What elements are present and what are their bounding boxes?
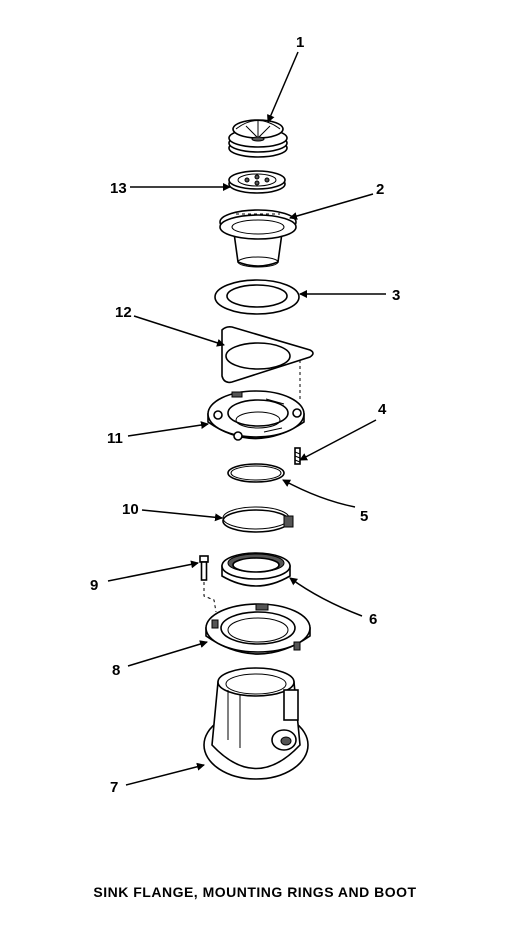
part-2-sink-flange (219, 209, 297, 268)
part-4-screw (294, 447, 301, 465)
callout-8: 8 (112, 662, 121, 679)
leader-8 (127, 640, 208, 667)
callout-11: 11 (107, 430, 123, 447)
part-8-lower-mounting-ring (205, 603, 311, 655)
leader-12 (133, 315, 225, 347)
callout-1: 1 (296, 34, 305, 51)
diagram-caption: SINK FLANGE, MOUNTING RINGS AND BOOT (93, 884, 417, 900)
leader-10 (141, 509, 223, 522)
callout-5: 5 (360, 508, 369, 525)
leader-4 (299, 419, 377, 461)
leader-1 (267, 51, 299, 123)
callout-2: 2 (376, 181, 385, 198)
part-6-fiber-gasket (221, 552, 291, 587)
callout-4: 4 (378, 401, 387, 418)
part-12-backup-plate (221, 326, 314, 400)
callout-3: 3 (392, 287, 401, 304)
callout-7: 7 (110, 779, 119, 796)
part-7-boot (203, 667, 309, 780)
leader-5 (282, 479, 356, 508)
part-5-snap-ring (227, 463, 285, 483)
leader-7 (125, 762, 205, 786)
part-1-stopper (228, 119, 288, 158)
part-3-gasket (214, 279, 300, 315)
leader-6 (289, 577, 363, 617)
leader-9 (107, 560, 199, 582)
part-13-strainer (228, 170, 286, 194)
leader-lines (107, 51, 386, 786)
callout-12: 12 (115, 304, 132, 321)
part-11-mounting-ring (207, 390, 305, 441)
leader-11 (127, 421, 209, 437)
callout-6: 6 (369, 611, 378, 628)
callout-10: 10 (122, 501, 139, 518)
part-10-clamp-band (222, 506, 294, 533)
callout-13: 13 (110, 180, 127, 197)
leader-2 (289, 193, 374, 220)
part-9-bolt (199, 555, 217, 613)
callout-9: 9 (90, 577, 99, 594)
